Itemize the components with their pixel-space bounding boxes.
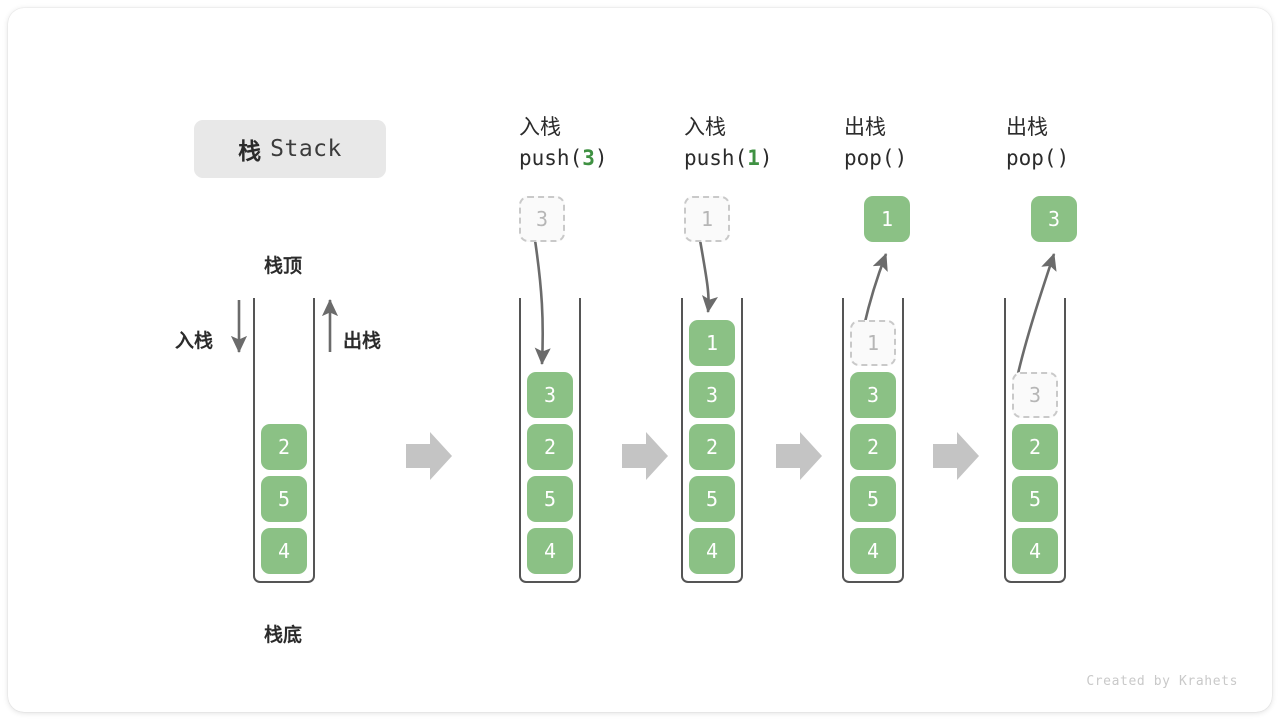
outgoing-cell: 1 (864, 196, 910, 242)
stack-top-label: 栈顶 (264, 255, 303, 277)
stack-cell: 4 (1012, 528, 1058, 574)
stack-cell: 5 (261, 476, 307, 522)
stack-cell: 5 (1012, 476, 1058, 522)
step-chevron-1 (406, 432, 452, 480)
stack-container (1004, 298, 1066, 583)
header-line1: 入栈 (519, 115, 561, 139)
column-header-pop-3: 出栈 pop() (1006, 112, 1196, 174)
header-arg: 1 (747, 146, 760, 170)
stack-cell: 5 (850, 476, 896, 522)
header-line2: pop() (1006, 146, 1070, 170)
stack-cell: 4 (850, 528, 896, 574)
stack-container (519, 298, 581, 583)
title-label-cn: 栈 (238, 139, 262, 165)
header-line1: 入栈 (684, 115, 726, 139)
stack-cell: 4 (527, 528, 573, 574)
stack-container (681, 298, 743, 583)
stack-container (842, 298, 904, 583)
header-line2: pop() (844, 146, 908, 170)
column-header-push-3: 入栈 push(3) (519, 112, 709, 174)
stack-cell: 2 (850, 424, 896, 470)
stack-cell: 4 (689, 528, 735, 574)
legend-pop-label: 出栈 (343, 330, 382, 352)
stack-cell: 3 (689, 372, 735, 418)
header-line1: 出栈 (844, 115, 886, 139)
stack-cell: 3 (1012, 372, 1058, 418)
incoming-cell: 1 (684, 196, 730, 242)
header-line1: 出栈 (1006, 115, 1048, 139)
stack-cell: 1 (689, 320, 735, 366)
stack-cell: 4 (261, 528, 307, 574)
stack-cell: 5 (689, 476, 735, 522)
stack-cell: 3 (850, 372, 896, 418)
stack-cell: 5 (527, 476, 573, 522)
column-header-pop-1: 出栈 pop() (844, 112, 1034, 174)
stack-cell: 2 (527, 424, 573, 470)
credit-label: Created by Krahets (1086, 674, 1238, 689)
header-line2: push(3) (519, 146, 608, 170)
outgoing-cell: 3 (1031, 196, 1077, 242)
title-badge: 栈 Stack (194, 120, 386, 178)
header-arg: 3 (582, 146, 595, 170)
stack-cell: 2 (1012, 424, 1058, 470)
stack-cell: 2 (689, 424, 735, 470)
stack-cell: 1 (850, 320, 896, 366)
step-chevron-4 (933, 432, 979, 480)
title-label-en: Stack (270, 136, 342, 162)
stack-container (253, 298, 315, 583)
stack-cell: 2 (261, 424, 307, 470)
column-header-push-1: 入栈 push(1) (684, 112, 874, 174)
legend-push-label: 入栈 (175, 330, 214, 352)
stack-bottom-label: 栈底 (264, 624, 303, 646)
stack-cell: 3 (527, 372, 573, 418)
step-chevron-2 (622, 432, 668, 480)
diagram-canvas: 栈 Stack 栈顶 栈底 入栈 出栈 入栈 (8, 8, 1272, 712)
header-line2: push(1) (684, 146, 773, 170)
incoming-cell: 3 (519, 196, 565, 242)
step-chevron-3 (776, 432, 822, 480)
